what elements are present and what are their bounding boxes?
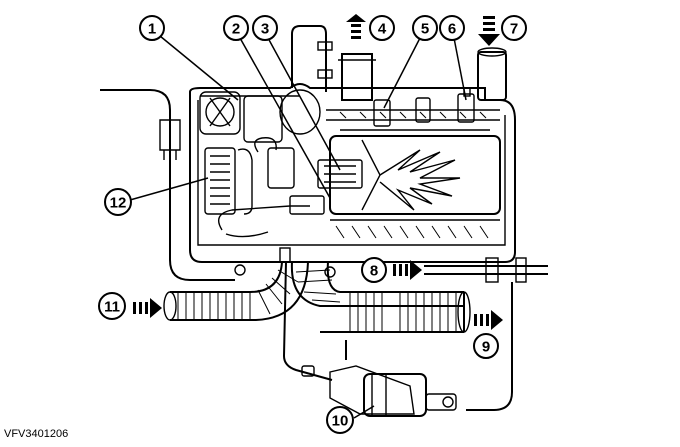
- leader-line-6: [453, 37, 467, 101]
- svg-text:4: 4: [378, 21, 387, 38]
- inlet-pipe: [477, 47, 507, 101]
- flow-arrow-4: [346, 14, 366, 39]
- callout-9: 9: [473, 333, 499, 359]
- callout-2: 2: [223, 15, 249, 41]
- reference-code: VFV3401206: [4, 428, 69, 440]
- burner-fittings: [254, 137, 363, 215]
- leader-line-12: [129, 177, 209, 201]
- svg-text:9: 9: [482, 339, 490, 356]
- glow-element: [204, 147, 253, 215]
- leader-line-3: [267, 37, 341, 171]
- outlet-pipe: [338, 53, 376, 101]
- leader-line-2: [239, 37, 331, 199]
- svg-text:7: 7: [510, 21, 518, 38]
- flow-arrow-11: [133, 298, 162, 318]
- flow-arrow-9: [474, 310, 503, 330]
- flow-arrow-8: [393, 260, 422, 280]
- svg-text:5: 5: [421, 21, 429, 38]
- callout-8: 8: [361, 257, 387, 283]
- left-cable: [100, 89, 235, 281]
- svg-text:2: 2: [232, 21, 240, 38]
- callout-10: 10: [326, 406, 354, 434]
- callout-11: 11: [98, 292, 126, 320]
- callout-6: 6: [439, 15, 465, 41]
- svg-text:3: 3: [261, 21, 269, 38]
- leader-line-1: [159, 35, 239, 101]
- callout-3: 3: [252, 15, 278, 41]
- svg-text:12: 12: [110, 195, 127, 212]
- heat-exchanger-top: [326, 87, 500, 127]
- leader-line-10: [353, 405, 375, 419]
- callout-12: 12: [104, 188, 132, 216]
- fuel-line: [424, 257, 548, 411]
- leader-line-5: [383, 37, 421, 109]
- upper-pipe: [291, 25, 327, 92]
- corrugated-inlet-duct: [163, 261, 309, 321]
- fan-housing: [199, 89, 321, 143]
- callout-1: 1: [139, 15, 165, 41]
- svg-text:1: 1: [148, 21, 156, 38]
- svg-text:11: 11: [104, 299, 120, 316]
- svg-text:8: 8: [370, 263, 378, 280]
- combustion-chamber: [329, 129, 501, 239]
- fuel-line-loop: [218, 205, 310, 231]
- callout-7: 7: [501, 15, 527, 41]
- callout-4: 4: [369, 15, 395, 41]
- callout-5: 5: [412, 15, 438, 41]
- svg-text:10: 10: [332, 413, 349, 430]
- svg-text:6: 6: [448, 21, 456, 38]
- fuel-pump: [282, 261, 457, 417]
- flow-arrow-7: [478, 16, 500, 46]
